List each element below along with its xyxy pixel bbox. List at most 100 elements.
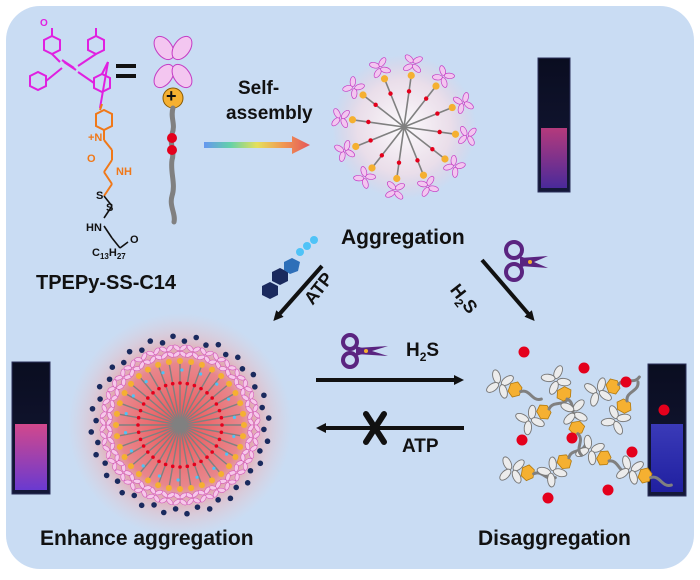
atp-dot [103, 472, 110, 479]
tpe-petal [200, 495, 207, 503]
tpe-petal [159, 497, 168, 504]
tpe-petal [385, 190, 396, 198]
tpe-petal [499, 468, 512, 481]
disulfide-dot [163, 462, 168, 467]
tpe-head-icon [353, 166, 376, 189]
tpe-petal [547, 472, 556, 488]
tpe-petal [123, 479, 133, 485]
linker-structure [103, 195, 129, 249]
disulfide-dot [214, 402, 219, 406]
atp-molecule-icon [262, 236, 318, 299]
tpe-petal [173, 499, 181, 506]
disulfide-dot [396, 160, 402, 165]
tpe-petal [146, 493, 155, 499]
micelle-chain [403, 126, 444, 159]
self-assembly-arrow [204, 136, 310, 154]
cuvette-disaggregation [647, 363, 687, 497]
atp-dot [203, 342, 209, 348]
pyridinium-hexagon [637, 467, 653, 484]
tpe-petal [205, 351, 214, 357]
pyridinium-dot [198, 482, 205, 489]
aggregate-chain [179, 424, 202, 484]
tpe-petal [106, 391, 112, 400]
scissors-icon-right [504, 240, 548, 282]
pyridinium-dot [226, 463, 233, 470]
atp-dot [102, 460, 108, 466]
tpe-petal [386, 181, 396, 190]
free-molecule [515, 396, 570, 436]
pyridinium-dot [359, 91, 367, 99]
pyridinium-dot [232, 390, 239, 396]
micelle-chain [403, 77, 412, 128]
pyridinium-dot [240, 410, 247, 417]
disulfide-dot [219, 415, 224, 420]
atp-dot [239, 365, 246, 372]
atp-light-dot [131, 394, 135, 398]
pyridinium-dot [135, 372, 142, 379]
chem-h-base: H [108, 247, 117, 259]
atp-dot [181, 338, 188, 344]
aggregate-chain [179, 377, 221, 426]
tpe-head-icon [417, 175, 439, 197]
pyridinium-dot [188, 358, 195, 365]
atp-dot [170, 333, 176, 340]
chem-n-plus: +N [88, 132, 103, 144]
tpe-petal [587, 450, 597, 466]
arrow-atp-diagonal [273, 264, 324, 321]
aggregate-chain [139, 377, 181, 426]
disulfide-dot [423, 96, 429, 101]
chem-o-3: O [40, 18, 48, 29]
atp-dot [97, 396, 103, 402]
atp-dot [93, 451, 99, 458]
aggregate-chain [121, 424, 181, 447]
tpe-petal [590, 392, 600, 407]
pyridinium-dot [218, 471, 225, 478]
pyridinium-dot [177, 358, 183, 364]
disaggregation-label: Disaggregation [478, 527, 631, 550]
tpe-petal [254, 424, 261, 432]
tpe-petal [443, 163, 454, 171]
atp-light-dot [144, 380, 148, 384]
disulfide-dot [151, 391, 155, 395]
tpe-head-icon [342, 76, 365, 99]
disulfide-dot [170, 381, 175, 386]
tpe-petal [412, 64, 422, 73]
pyridinium-dot [226, 380, 233, 387]
tpe-head-icon [107, 379, 125, 397]
pyridinium-dot [407, 71, 415, 80]
disulfide-dot [157, 459, 161, 464]
cleaved-disulfide-dot [542, 492, 554, 504]
tpe-head-icon [616, 455, 644, 485]
tpe-petal [457, 103, 465, 114]
tpe-head-icon [241, 391, 258, 408]
atp-dot [96, 383, 103, 390]
disulfide-dot [151, 455, 155, 459]
atp-light-dot [180, 368, 184, 372]
tpe-head-icon [99, 404, 115, 420]
h2s-top-h: H [406, 340, 420, 361]
aggregate-chain [179, 403, 239, 426]
tpe-head-icon [235, 379, 253, 397]
pyridinium-hexagon [520, 464, 535, 482]
tpe-head-icon [369, 57, 391, 79]
pyridinium-dot [348, 116, 357, 124]
atp-light-dot [215, 382, 219, 386]
tpe-head-icon [185, 344, 201, 360]
tpe-petal [417, 180, 428, 188]
disulfide-dot [366, 119, 371, 125]
aggregate-chain [179, 424, 239, 447]
pyridinium-dot [241, 422, 247, 428]
aggregate-chain [158, 424, 181, 484]
free-chain [519, 389, 543, 401]
free-chain [625, 380, 640, 403]
tpe-petal [250, 398, 258, 405]
aggregate-chain [132, 424, 181, 466]
tpe-petal [598, 390, 612, 401]
tpe-petal [334, 144, 344, 153]
tpe-petal [421, 187, 430, 197]
tpe-head-icon [123, 359, 142, 377]
tpe-head-icon [499, 456, 525, 484]
atp-dot [89, 405, 96, 412]
atp-dot [250, 371, 257, 378]
pyridinium-dot [145, 366, 151, 373]
